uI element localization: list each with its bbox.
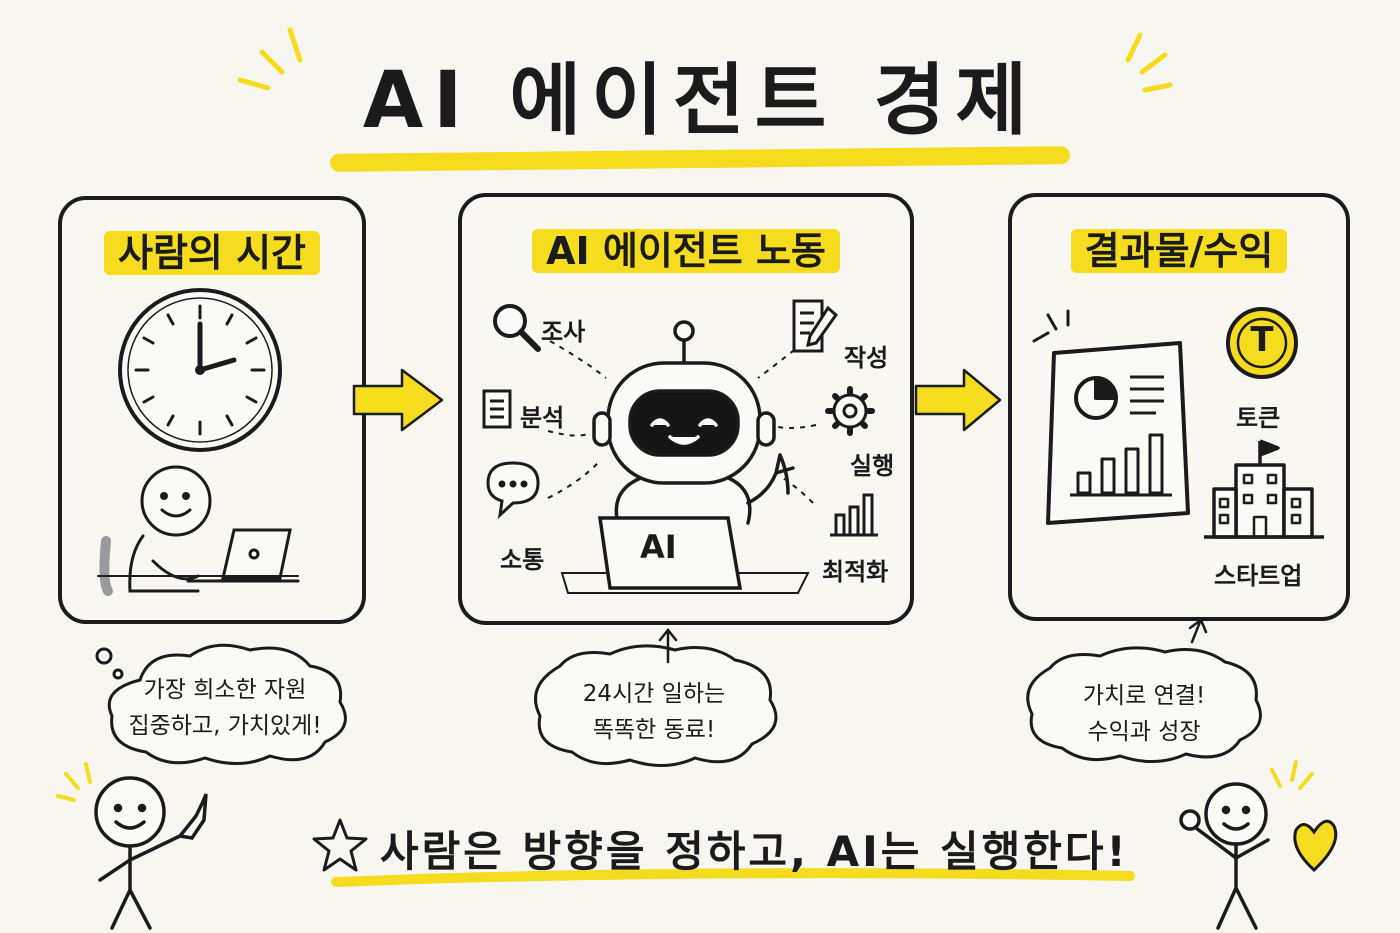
arrow-right-icon [352, 368, 444, 432]
panel-agent-title: AI 에이전트 노동 [458, 220, 914, 275]
person-at-laptop-icon [97, 465, 300, 596]
results-illustration [1032, 307, 1324, 539]
cloud-human-shape [107, 643, 347, 766]
cloud-result-line-1: 가치로 연결! [1082, 683, 1206, 709]
bottom-illustrations [56, 760, 1338, 930]
task-analysis-label: 분석 [520, 404, 565, 432]
clock-icon [118, 288, 282, 452]
cloud-human-line-2: 집중하고, 가치있게! [128, 713, 322, 739]
writing-pen-icon [792, 299, 839, 353]
gear-icon [825, 386, 875, 436]
panel-human-title: 사람의 시간 [58, 222, 366, 277]
robot-icon [560, 320, 810, 594]
title-sparkles [237, 27, 1173, 93]
task-communication-label: 소통 [500, 546, 545, 574]
panel-results-title: 결과물/수익 [1008, 220, 1350, 275]
task-execution-label: 실행 [850, 452, 895, 480]
startup-building-icon [1204, 439, 1324, 539]
cloud-agent-text: 24시간 일하는 똑똑한 동료! [538, 676, 770, 748]
chat-bubble-icon [486, 461, 540, 519]
task-writing-label: 작성 [844, 344, 889, 372]
report-document-icon [1046, 341, 1190, 525]
task-research-label: 조사 [541, 318, 586, 346]
coin-letter: T [1250, 320, 1274, 360]
cloud-human-line-1: 가장 희소한 자원 [143, 677, 307, 703]
task-optimization-label: 최적화 [822, 558, 889, 586]
analysis-doc-icon [482, 389, 512, 429]
cloud-agent-line-1: 24시간 일하는 [582, 681, 726, 707]
cloud-agent-line-2: 똑똑한 동료! [592, 717, 716, 743]
cloud-agent-shape [534, 644, 778, 768]
heart-icon [1293, 819, 1338, 873]
cloud-result-line-2: 수익과 성장 [1087, 719, 1201, 745]
token-label: 토큰 [1236, 404, 1281, 432]
cloud-human-text: 가장 희소한 자원 집중하고, 가치있게! [110, 672, 340, 744]
thought-clouds [95, 618, 1262, 768]
startup-label: 스타트업 [1214, 562, 1303, 590]
token-coin-icon [1226, 307, 1298, 379]
bar-chart-icon [830, 493, 878, 537]
magnifier-icon [493, 304, 541, 352]
cloud-result-text: 가치로 연결! 수익과 성장 [1030, 678, 1258, 750]
star-icon [312, 818, 368, 872]
stick-figure-pointing-icon [56, 762, 208, 930]
bottom-message: 사람은 방향을 정하고, AI는 실행한다! [380, 827, 1129, 876]
laptop-ai-label: AI [640, 528, 677, 566]
arrow-right-icon [914, 368, 1002, 432]
human-illustration [97, 288, 300, 596]
page-title: AI 에이전트 경제 [362, 56, 1038, 146]
cloud-result-shape [1026, 646, 1262, 764]
stick-figure-cheering-icon [1179, 760, 1314, 930]
agent-illustration [482, 299, 878, 594]
